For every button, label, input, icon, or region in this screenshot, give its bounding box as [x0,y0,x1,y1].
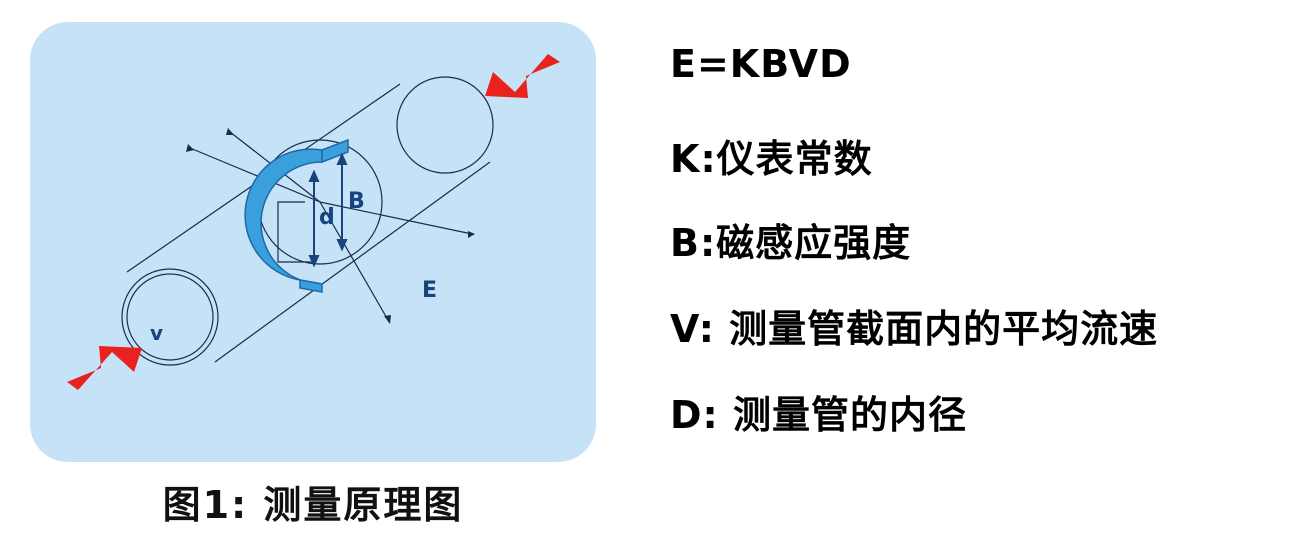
legend-item-d: D: 测量管的内径 [670,393,967,437]
pipe-bottom-line [214,161,491,363]
coil-top-tab [321,138,349,164]
ray-arrowhead-4 [384,315,391,324]
flow-arrow-in-icon [485,54,560,98]
ray-arrowhead-1 [226,128,234,135]
flowmeter-principle-diagram: d B E v [67,54,560,390]
d-arrow-head-top [308,169,320,182]
B-arrow-head-bottom [336,239,348,252]
label-E: E [422,278,437,303]
ray-4 [319,201,389,321]
ray-arrowheads [186,128,475,324]
label-d: d [319,205,335,230]
ray-3 [319,201,473,235]
coil-bottom-tab [299,279,323,293]
flow-arrow-out-icon [67,346,142,390]
B-arrow-head-top [336,152,348,165]
ray-arrowhead-3 [468,231,475,238]
pipe-end-circle-left [121,268,219,366]
legend-item-b: B:磁感应强度 [670,221,912,265]
pipe-inner-circle-left [126,273,214,361]
pipe-outline [121,76,494,366]
label-B: B [348,189,365,214]
ray-arrowhead-2 [186,144,194,152]
measure-arrows [308,152,348,268]
measurement-diagram-panel: d B E v [30,22,596,462]
electrode-coil [244,138,349,293]
diagram-caption: 图1: 测量原理图 [162,483,464,527]
legend-item-v: V: 测量管截面内的平均流速 [670,307,1159,351]
label-v: v [150,321,163,345]
ray-2 [189,147,321,203]
legend-item-k: K:仪表常数 [670,137,873,181]
d-arrow-head-bottom [308,255,320,268]
formula: E=KBVD [670,42,852,86]
electrode-bracket [277,201,313,263]
pipe-end-circle-right [396,76,494,174]
